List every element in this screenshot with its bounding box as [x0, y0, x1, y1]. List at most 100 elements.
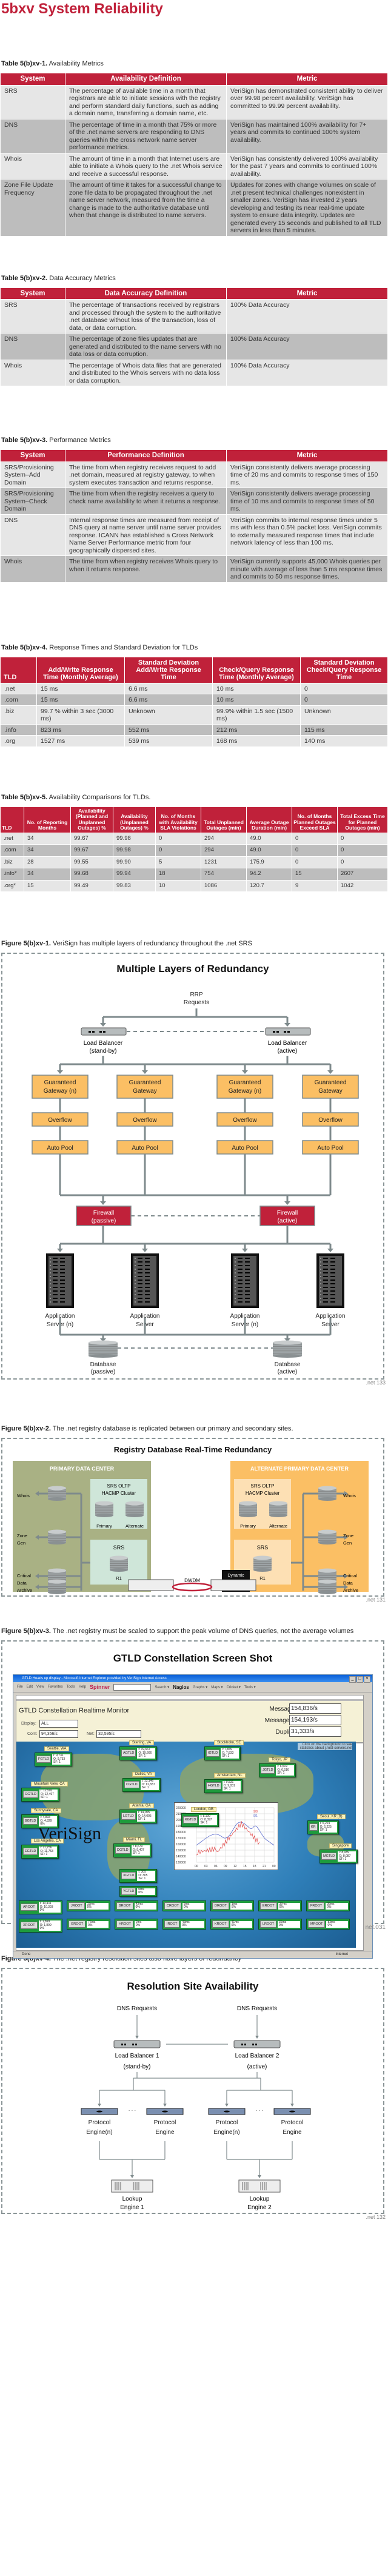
spinner-button[interactable]: Spinner [89, 1684, 110, 1690]
menu-tools[interactable]: Tools [66, 1685, 75, 1689]
menu-favorites[interactable]: Favorites [47, 1685, 63, 1689]
site-node-button[interactable]: AGTLD [121, 1749, 136, 1757]
menu-edit[interactable]: Edit [26, 1685, 33, 1689]
site-node-button[interactable]: BGTLD [23, 1817, 38, 1825]
site-node-button[interactable]: DGTLD [115, 1846, 130, 1854]
toolbar-tools[interactable]: Tools ▾ [244, 1685, 256, 1689]
svg-text:Dynamic: Dynamic [227, 1574, 244, 1578]
site-node-button[interactable]: CGTLD [124, 1781, 139, 1789]
protocol-engine-label: Engine [283, 2129, 302, 2136]
root-server-button[interactable]: MROOT [308, 1920, 326, 1928]
site-node-button[interactable]: FGTLD [36, 1756, 52, 1763]
stat-line: I: 305 [138, 1870, 146, 1874]
menu-help[interactable]: Help [78, 1685, 86, 1689]
figure4-frame: Resolution Site Availability DNS Request… [1, 1968, 384, 2214]
root-server-button[interactable]: XROOT [21, 1922, 38, 1930]
toolbar-graphs[interactable]: Graphs ▾ [192, 1685, 208, 1689]
site-node-button[interactable]: HGTLD [206, 1782, 221, 1790]
menu-file[interactable]: File [17, 1685, 23, 1689]
site-node-button[interactable]: GGTLD [23, 1791, 38, 1799]
figure3-caption: Figure 5(b)xv-3. The .net registry must … [1, 1628, 354, 1635]
site-node-button[interactable]: KR [309, 1823, 318, 1831]
arrow-icon [327, 1249, 333, 1252]
table-cell: 6.6 ms [124, 694, 213, 706]
root-server-button[interactable]: AROOT [21, 1903, 38, 1911]
column-header: No. of Reporting Months [24, 806, 71, 833]
nagios-button[interactable]: Nagios [173, 1684, 189, 1690]
menu-view[interactable]: View [36, 1685, 44, 1689]
firewall-passive: Firewall (passive) [76, 1206, 132, 1226]
storage-disk-icon [318, 1579, 336, 1594]
root-server-button[interactable]: DROOT [212, 1902, 229, 1910]
site-node-button[interactable]: XGTLD [121, 1872, 136, 1880]
table-cell: 34 [24, 868, 71, 880]
spinner-dropdown[interactable] [113, 1683, 152, 1691]
toolbar-search[interactable]: Search ▾ [155, 1685, 170, 1689]
root-server-button[interactable]: IROOT [164, 1920, 180, 1928]
root-server-button[interactable]: BROOT [116, 1902, 133, 1910]
disk-icon [95, 1501, 113, 1517]
table-cell: 754 [201, 868, 247, 880]
site-node-button[interactable]: MGTLD [321, 1853, 337, 1860]
display-input[interactable]: ALL [39, 1720, 78, 1728]
site-node-button[interactable]: YGTLD [121, 1888, 136, 1895]
site-node-button[interactable]: EGTLD [23, 1848, 38, 1856]
site-node-button[interactable]: KGTLD [183, 1816, 198, 1824]
table-cell: 0 [300, 682, 388, 694]
root-server-button[interactable]: FROOT [308, 1902, 325, 1910]
root-server-button[interactable]: EROOT [260, 1902, 277, 1910]
root-server-button[interactable]: JROOT [69, 1902, 85, 1910]
label: Auto Pool [317, 1145, 343, 1152]
site-node-button[interactable]: IGTLD [206, 1749, 220, 1757]
root-server-button[interactable]: GROOT [69, 1920, 86, 1928]
stat-line: 0% [138, 1891, 143, 1894]
figure4-ref: .net 132 [366, 2214, 386, 2220]
root-server-button[interactable]: CROOT [164, 1902, 181, 1910]
toolbar-maps[interactable]: Maps ▾ [211, 1685, 223, 1689]
root-server-button[interactable]: KROOT [212, 1920, 229, 1928]
svg-text:Engine 2: Engine 2 [247, 2204, 272, 2211]
root-server-button[interactable]: HROOT [116, 1920, 133, 1928]
site-node-button[interactable]: JGTLD [261, 1766, 275, 1774]
column-header: Availability Definition [65, 73, 227, 86]
root-server-button[interactable]: LROOT [260, 1920, 276, 1928]
minimize-button[interactable]: _ [349, 1676, 356, 1683]
world-map[interactable]: Click on the background to see statistic… [16, 1740, 358, 1948]
site-node-button[interactable]: LGTLD [121, 1813, 136, 1820]
toolbar-cricket[interactable]: Cricket ▾ [226, 1685, 241, 1689]
close-button[interactable]: × [364, 1676, 370, 1683]
maximize-button[interactable]: □ [356, 1676, 363, 1683]
x-tick: 15 [243, 1865, 247, 1868]
